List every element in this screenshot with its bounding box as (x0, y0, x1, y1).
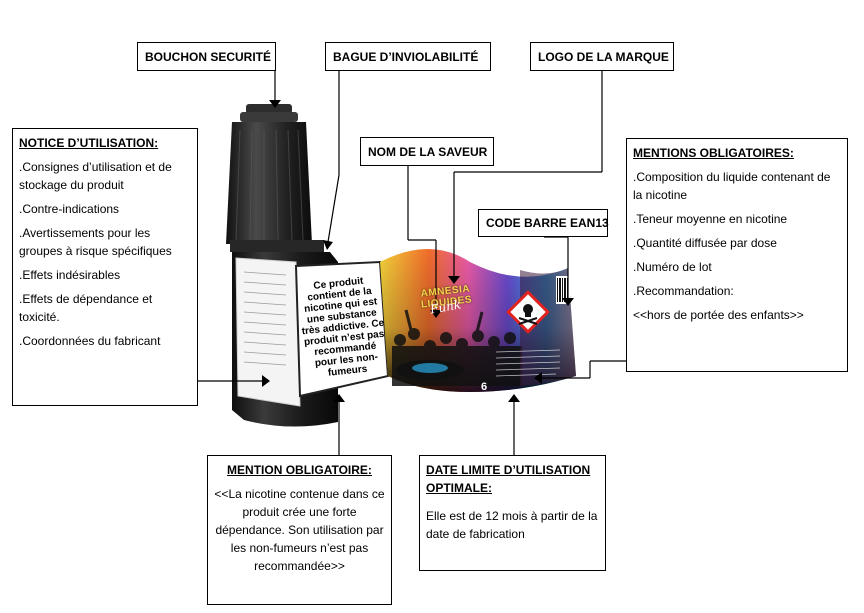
label-bague-inviolabilite: BAGUE D’INVIOLABILITÉ (325, 42, 491, 71)
date-limite-panel: DATE LIMITE D’UTILISATION OPTIMALE: Elle… (419, 455, 606, 571)
connector-lines (198, 71, 626, 455)
mention-obligatoire-panel: MENTION OBLIGATOIRE: <<La nicotine conte… (207, 455, 392, 605)
notice-utilisation-panel: NOTICE D’UTILISATION: .Consignes d’utili… (12, 128, 198, 406)
date-limite-text: Elle est de 12 mois à partir de la date … (426, 509, 598, 541)
label-code-barre-text: CODE BARRE EAN13 (486, 216, 609, 230)
notice-item: .Avertissements pour les groupes à risqu… (19, 226, 172, 258)
mentions-title: MENTIONS OBLIGATOIRES: (633, 146, 794, 160)
label-saveur-text: NOM DE LA SAVEUR (368, 144, 488, 159)
notice-item: .Contre-indications (19, 202, 120, 216)
nicotine-warning-text: Ce produit contient de la nicotine qui e… (301, 275, 385, 379)
mentions-item: .Teneur moyenne en nicotine (633, 212, 788, 226)
notice-item: .Effets indésirables (19, 268, 121, 282)
mentions-item: .Composition du liquide contenant de la … (633, 170, 831, 202)
mentions-item: .Numéro de lot (633, 260, 712, 274)
product-label-strip (380, 249, 576, 392)
label-bouchon-text: BOUCHON SECURITÉ (145, 49, 272, 64)
bottle-cap (226, 104, 312, 244)
label-logo-marque: LOGO DE LA MARQUE (530, 42, 674, 71)
notice-item: .Consignes d’utilisation et de stockage … (19, 160, 172, 192)
label-bouchon-securite: BOUCHON SECURITÉ (137, 42, 276, 71)
notice-item: .Effets de dépendance et toxicité. (19, 292, 153, 324)
mentions-obligatoires-panel: MENTIONS OBLIGATOIRES: .Composition du l… (626, 138, 848, 372)
notice-title: NOTICE D’UTILISATION: (19, 136, 159, 150)
arrow-icon (262, 100, 574, 402)
mentions-item: <<hors de portée des enfants>> (633, 308, 804, 322)
notice-item: .Coordonnées du fabricant (19, 334, 161, 348)
mentions-item: .Recommandation: (633, 284, 734, 298)
mention-obligatoire-title: MENTION OBLIGATOIRE: (227, 463, 372, 477)
label-bague-text: BAGUE D’INVIOLABILITÉ (333, 49, 479, 64)
tamper-ring (230, 240, 324, 252)
date-limite-title: DATE LIMITE D’UTILISATION OPTIMALE: (426, 463, 591, 495)
label-logo-text: LOGO DE LA MARQUE (538, 49, 669, 64)
label-code-barre: CODE BARRE EAN13 (478, 209, 609, 237)
notice-label (235, 257, 301, 407)
dose-mark: 6 (481, 381, 488, 393)
mention-obligatoire-text: <<La nicotine contenue dans ce produit c… (214, 487, 385, 573)
label-nom-saveur: NOM DE LA SAVEUR (360, 137, 494, 166)
skull-crossbones-hazard-icon (506, 290, 550, 334)
mentions-item: .Quantité diffusée par dose (633, 236, 777, 250)
